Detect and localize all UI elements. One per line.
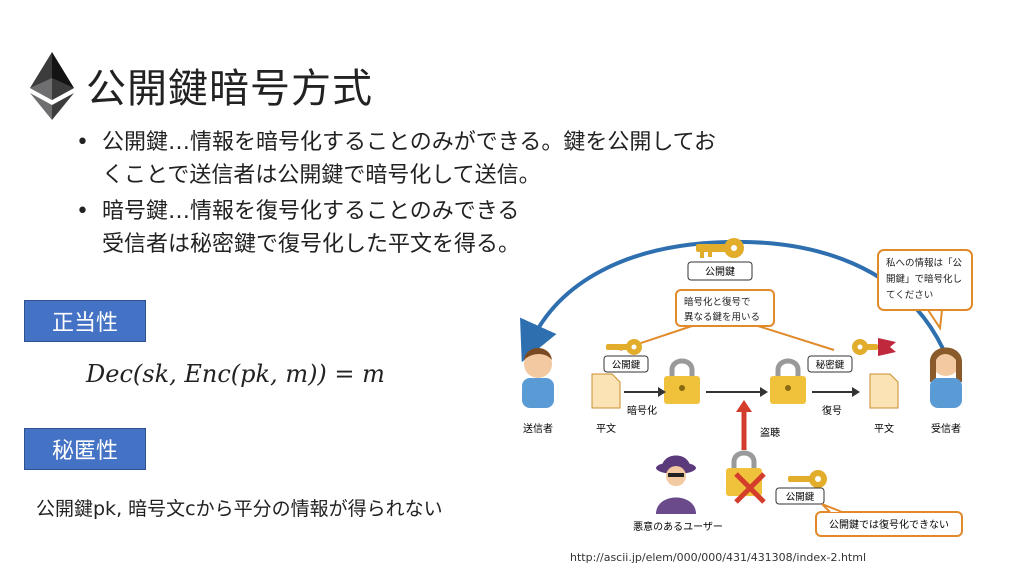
- center-callout-line1: 暗号化と復号で: [684, 296, 751, 308]
- plaintext-right-label: 平文: [874, 422, 894, 435]
- plaintext-right-icon: [869, 373, 899, 409]
- bullet-list: 公開鍵…情報を暗号化することのみができる。鍵を公開してお くことで送信者は公開鍵…: [72, 126, 952, 264]
- secret-key-label: 秘密鍵: [816, 359, 845, 371]
- bullet-secret-key: 暗号鍵…情報を復号化することのみできる 受信者は秘密鍵で復号化した平文を得る。: [72, 195, 952, 261]
- svg-text:私への情報は「公 開鍵」で暗号化し てくださ: 私への情報は「公 開鍵」で暗号化し てください: [886, 257, 965, 301]
- bullet-public-key: 公開鍵…情報を暗号化することのみができる。鍵を公開してお くことで送信者は公開鍵…: [72, 126, 952, 192]
- bullet-public-key-line2: くことで送信者は公開鍵で暗号化して送信。: [102, 163, 541, 188]
- tag-secrecy: 秘匿性: [24, 428, 146, 470]
- top-public-key-icon: [696, 238, 744, 258]
- sender-person-icon: [522, 348, 554, 408]
- recipient-bubble-line1: 私への情報は「公: [886, 257, 963, 269]
- attacker-public-key-icon: [788, 470, 827, 488]
- attacker-person-icon: [656, 455, 696, 514]
- svg-text:暗号化と復号で 異なる鍵を用いる: 暗号化と復号で 異なる鍵を用いる: [684, 296, 760, 323]
- bullet-secret-key-line1: 暗号鍵…情報を復号化することのみできる: [102, 199, 520, 224]
- attacker-lock-icon: [726, 450, 762, 496]
- public-key-diagram: 公開鍵 私への情報は「公 開鍵」で暗号化し てください 暗号化と復号で 異なる鍵…: [520, 238, 973, 537]
- center-callout-line2: 異なる鍵を用いる: [684, 311, 760, 323]
- correctness-formula: Dec(sk, Enc(pk, m)) = m: [86, 360, 385, 388]
- attacker-public-key-label: 公開鍵: [786, 491, 815, 503]
- receiver-person-icon: [929, 347, 963, 408]
- plaintext-left-icon: [591, 373, 621, 409]
- plaintext-left-label: 平文: [596, 422, 616, 435]
- encrypted-lock-right-icon: [770, 358, 806, 404]
- source-credit-url: http://ascii.jp/elem/000/000/431/431308/…: [570, 551, 867, 564]
- secret-key-icon: [852, 338, 896, 356]
- left-public-key-icon: [606, 339, 642, 355]
- secrecy-statement: 公開鍵pk, 暗号文cから平分の情報が得られない: [36, 498, 443, 520]
- recipient-bubble-line2: 開鍵」で暗号化し: [886, 273, 962, 285]
- decrypt-fail-x-icon: [734, 472, 766, 504]
- decrypt-label: 復号: [822, 404, 842, 417]
- receiver-label: 受信者: [931, 423, 961, 435]
- top-public-key-label: 公開鍵: [705, 265, 735, 278]
- bullet-secret-key-line2: 受信者は秘密鍵で復号化した平文を得る。: [102, 232, 521, 257]
- bullet-public-key-line1: 公開鍵…情報を暗号化することのみができる。鍵を公開してお: [102, 130, 717, 155]
- attacker-label: 悪意のあるユーザー: [633, 520, 723, 533]
- eavesdrop-label: 盗聴: [760, 426, 780, 439]
- attacker-callout-text: 公開鍵では復号化できない: [829, 518, 949, 531]
- tag-correctness: 正当性: [24, 300, 146, 342]
- recipient-bubble-line3: てください: [886, 290, 933, 301]
- left-public-key-label: 公開鍵: [612, 359, 641, 371]
- slide-title: 公開鍵暗号方式: [86, 66, 373, 112]
- sender-label: 送信者: [523, 422, 553, 435]
- encrypt-label: 暗号化: [627, 404, 657, 417]
- encrypted-lock-left-icon: [664, 358, 700, 404]
- ethereum-logo-icon: [30, 52, 74, 120]
